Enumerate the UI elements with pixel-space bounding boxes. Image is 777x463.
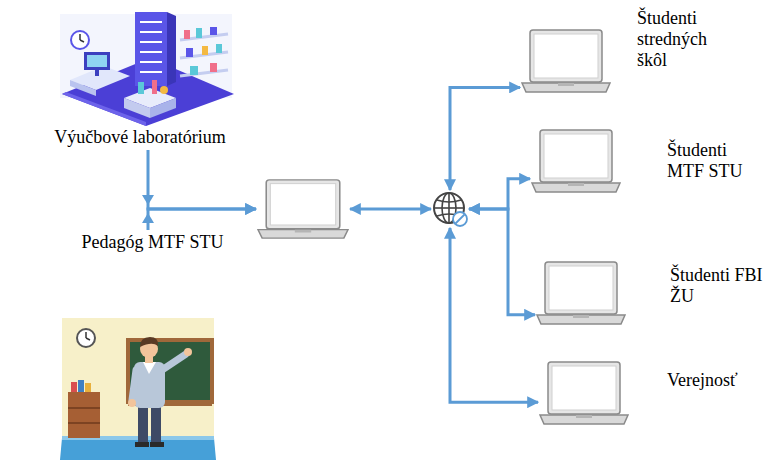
illustration-node: Pedagóg MTF STU bbox=[55, 230, 250, 460]
laptop-node: Študenti stredných škôl bbox=[520, 28, 612, 94]
laptop-node: Verejnosť bbox=[538, 360, 630, 426]
internet-globe-icon bbox=[431, 190, 469, 228]
network-connector bbox=[148, 150, 256, 209]
network-connector bbox=[148, 209, 256, 230]
laptop-icon bbox=[530, 128, 622, 194]
illustration-node: Výučbové laboratórium bbox=[30, 8, 250, 150]
laptop-icon bbox=[256, 178, 350, 240]
laptop-icon bbox=[535, 260, 627, 326]
audience-label: Študenti MTF STU bbox=[667, 140, 762, 182]
network-connector bbox=[450, 87, 520, 190]
merge-arrowhead bbox=[142, 195, 154, 205]
laptop-node bbox=[256, 178, 350, 240]
laptop-node: Študenti FBI ŽU bbox=[535, 260, 627, 326]
teacher-illustration bbox=[60, 318, 216, 460]
audience-label: Študenti FBI ŽU bbox=[670, 265, 765, 307]
lab-illustration bbox=[60, 12, 234, 126]
illustration-caption: Výučbové laboratórium bbox=[30, 127, 250, 148]
network-connector bbox=[350, 208, 431, 211]
network-connector bbox=[469, 209, 535, 315]
network-connector bbox=[469, 179, 530, 209]
illustration-caption: Pedagóg MTF STU bbox=[55, 232, 250, 253]
laptop-node: Študenti MTF STU bbox=[530, 128, 622, 194]
laptop-icon bbox=[538, 360, 630, 426]
audience-label: Študenti stredných škôl bbox=[637, 8, 732, 71]
internet-node bbox=[431, 190, 469, 228]
laptop-icon bbox=[520, 28, 612, 94]
network-connector bbox=[450, 228, 538, 402]
audience-label: Verejnosť bbox=[667, 370, 762, 391]
merge-arrowhead bbox=[142, 213, 154, 223]
